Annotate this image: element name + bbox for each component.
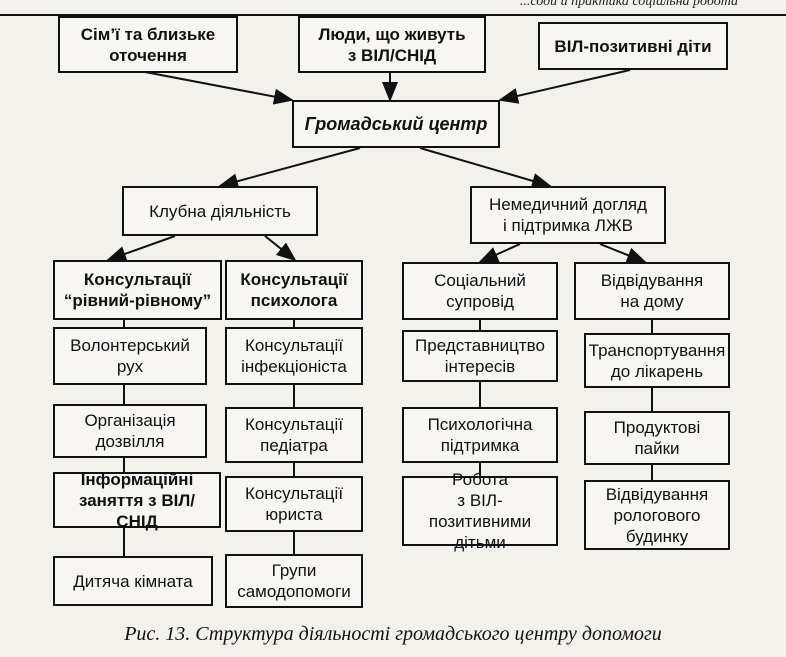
node-transport: Транспортування до лікарень — [584, 333, 730, 388]
edge-club-peer — [106, 235, 176, 262]
edge-children-center — [498, 69, 631, 104]
node-nonmedical-care: Немедичний догляд і підтримка ЛЖВ — [470, 186, 666, 244]
node-self-help: Групи самодопомоги — [225, 554, 363, 608]
node-social-support: Соціальний супровід — [402, 262, 558, 320]
page-header: ...соди й практика соціальна робота — [0, 0, 786, 16]
node-hiv-children: ВІЛ-позитивні діти — [538, 22, 728, 70]
node-leisure: Організація дозвілля — [53, 404, 207, 458]
node-advocacy: Представництво інтересів — [402, 330, 558, 382]
edge-center-nonmedical — [419, 147, 552, 189]
node-kids-room: Дитяча кімната — [53, 556, 213, 606]
figure-caption: Рис. 13. Структура діяльності громадсько… — [124, 623, 662, 645]
edge-nonmed-home — [599, 243, 647, 263]
node-work-with-children: Робота з ВІЛ-позитивними дітьми — [402, 470, 558, 552]
edge-families-center — [144, 71, 294, 105]
node-peer-consultations: Консультації “рівний-рівному” — [53, 260, 222, 320]
node-maternity-visits: Відвідування pологового будинку — [584, 480, 730, 550]
node-families: Сім’ї та близьке оточення — [58, 16, 238, 73]
node-club-activity: Клубна діяльність — [122, 186, 318, 236]
node-food-packages: Продуктові пайки — [584, 411, 730, 465]
node-community-center: Громадський центр — [292, 100, 500, 148]
node-psychologist-consultations: Консультації психолога — [225, 260, 363, 320]
edge-nonmed-social — [478, 243, 521, 263]
edge-club-psych — [264, 235, 297, 262]
node-plwh: Люди, що живуть з ВІЛ/СНІД — [298, 16, 486, 73]
node-pediatrician: Консультації педіатра — [225, 407, 363, 463]
node-psych-support: Психологічна підтримка — [402, 407, 558, 463]
node-lawyer: Консультації юриста — [225, 476, 363, 532]
edge-center-club — [218, 147, 361, 190]
node-infectionist: Консультації інфекціоніста — [225, 327, 363, 385]
running-title: ...соди й практика соціальна робота — [519, 0, 738, 9]
node-info-sessions: Інформаційні заняття з ВІЛ/СНІД — [53, 470, 221, 531]
node-home-visits: Відвідування на дому — [574, 262, 730, 320]
node-volunteer: Волонтерський рух — [53, 327, 207, 385]
